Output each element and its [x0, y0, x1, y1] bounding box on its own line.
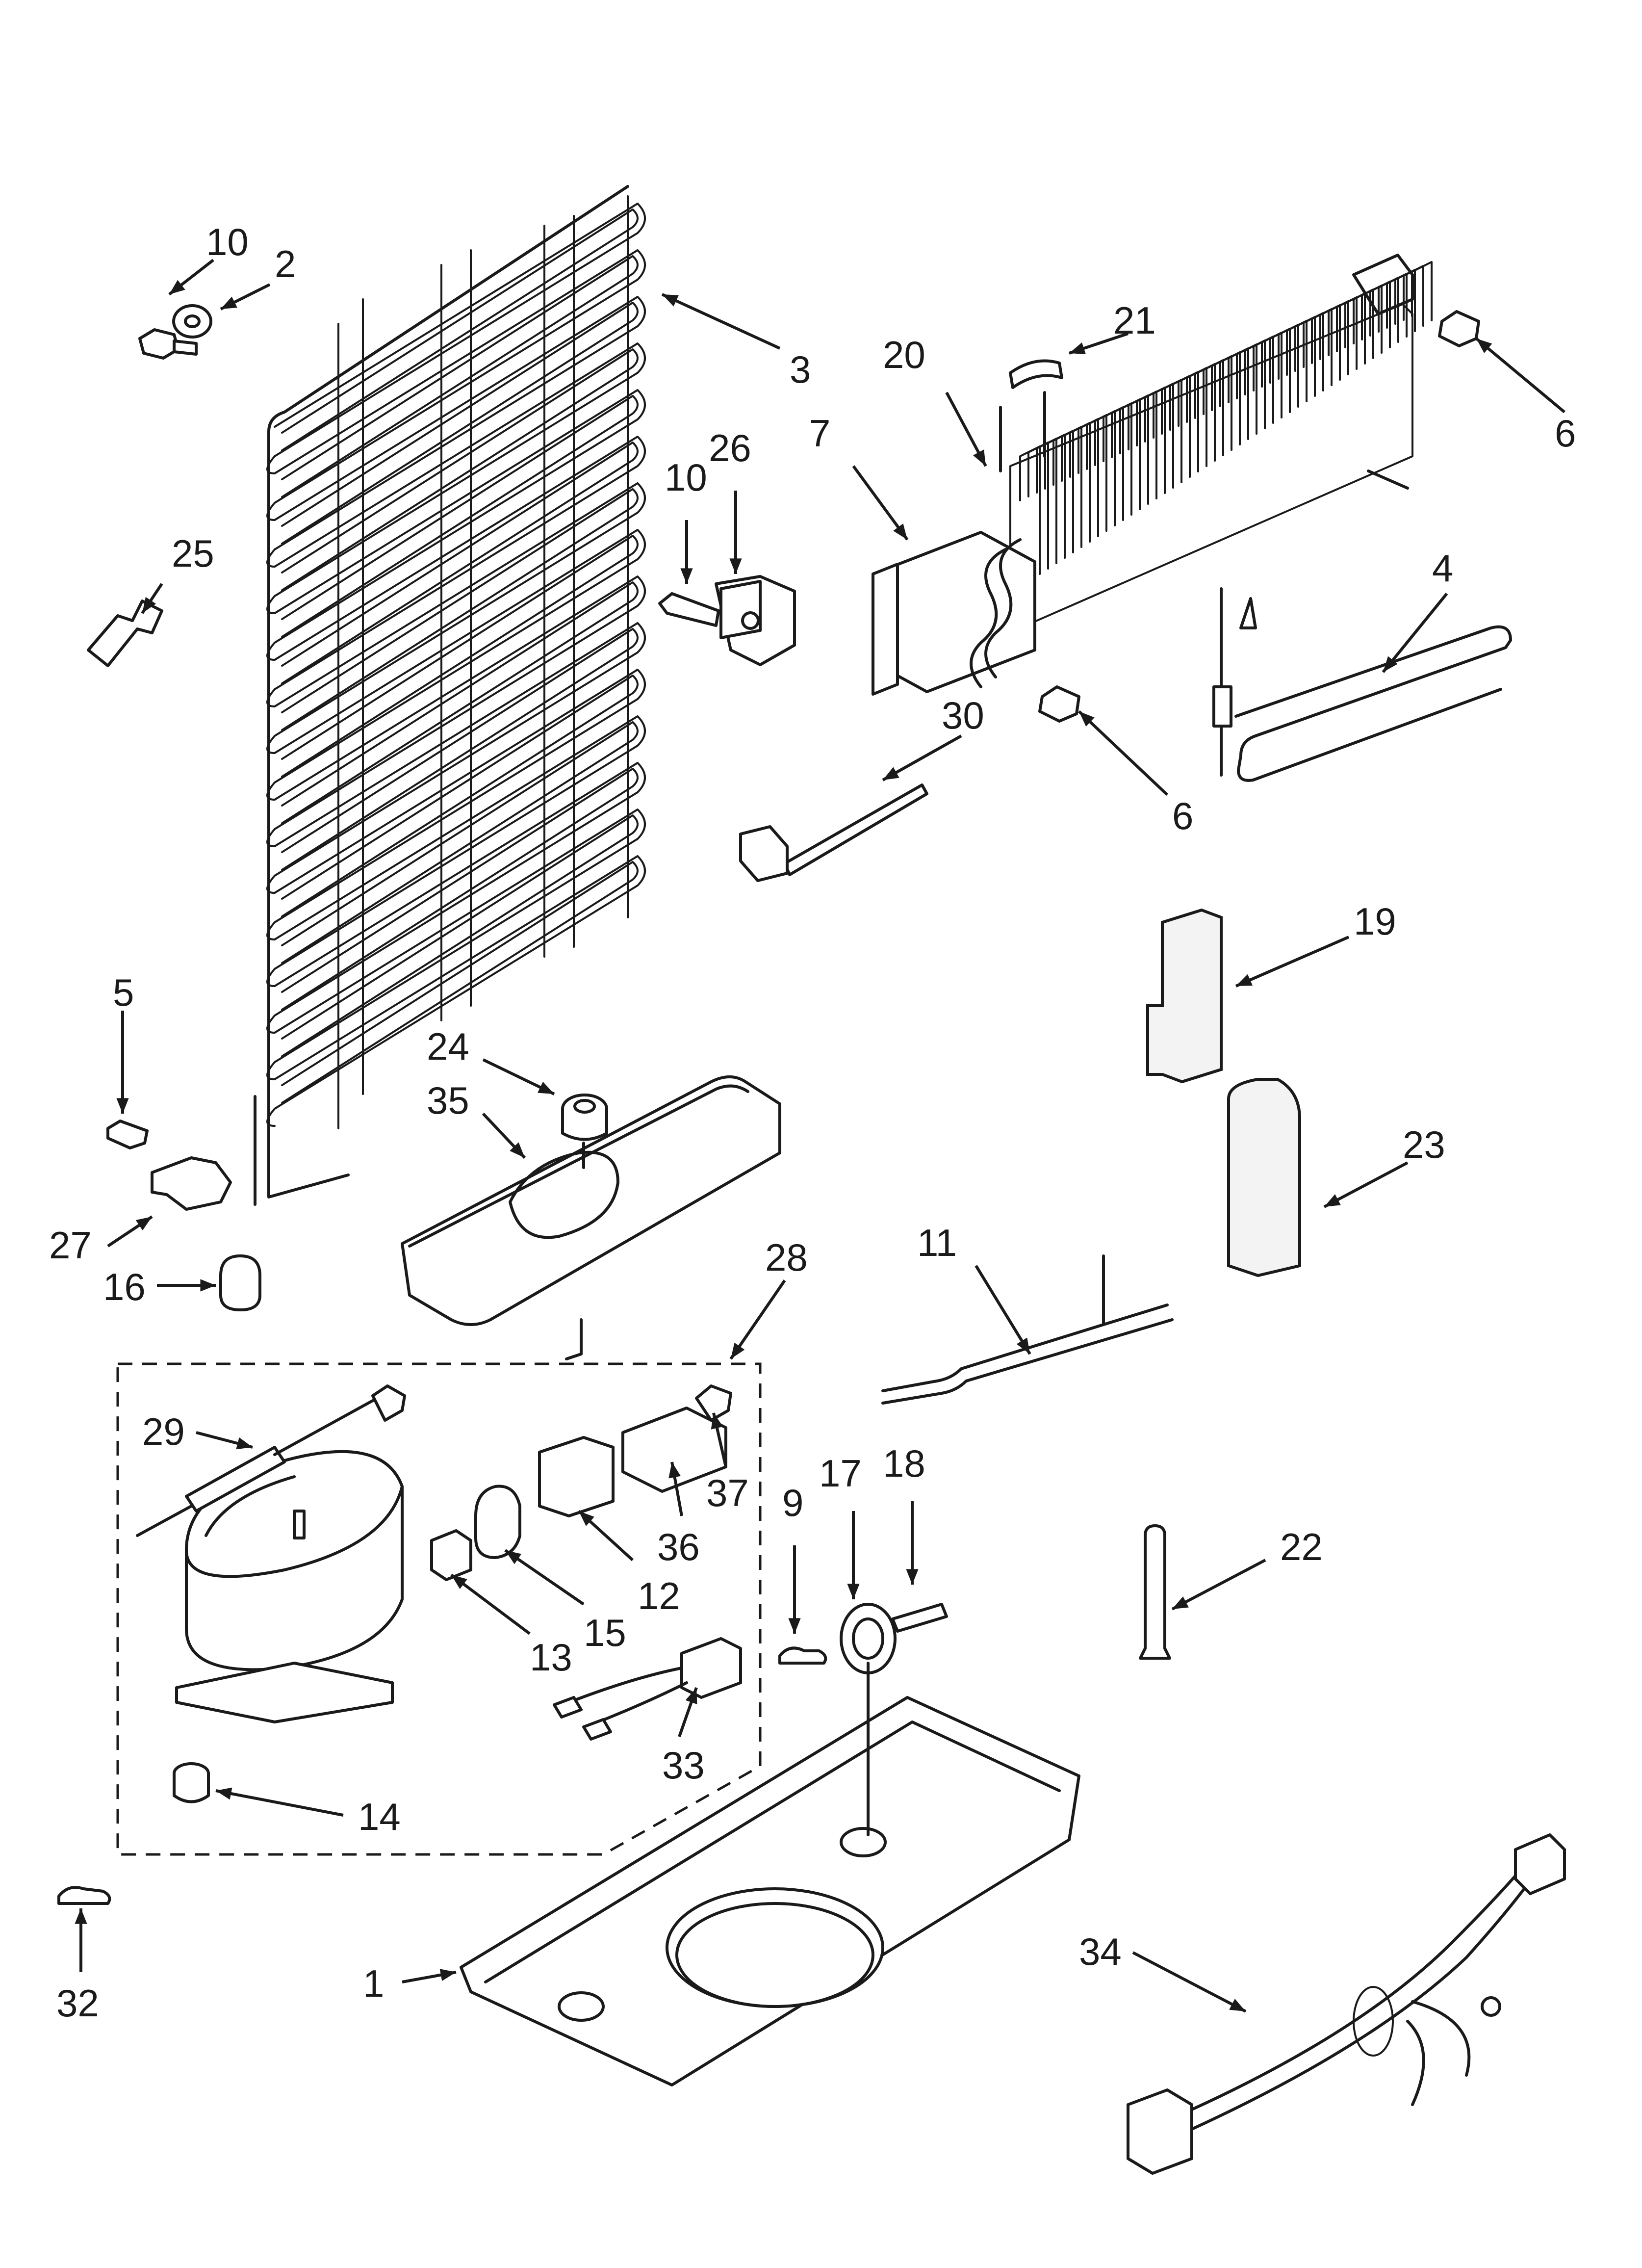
callout-5: 5 — [113, 971, 134, 1014]
callout-1: 1 — [363, 1962, 384, 2005]
overload-15 — [474, 1485, 521, 1559]
screw-10-mid — [658, 592, 720, 627]
bracket-27 — [151, 1156, 232, 1211]
callout-25: 25 — [172, 532, 214, 575]
screw-37 — [695, 1384, 732, 1422]
callout-17: 17 — [819, 1452, 862, 1495]
callout-35: 35 — [427, 1079, 469, 1122]
callout-37: 37 — [706, 1471, 749, 1514]
callout-20: 20 — [883, 333, 925, 376]
callout-14: 14 — [358, 1795, 401, 1838]
callout-22: 22 — [1280, 1525, 1323, 1568]
evaporator — [872, 254, 1433, 696]
callout-13: 13 — [530, 1636, 572, 1679]
screw-6-top — [1438, 310, 1480, 347]
callout-32: 32 — [56, 1981, 99, 2025]
power-cord-34 — [1127, 1833, 1566, 2175]
foam-block-23 — [1227, 1078, 1301, 1277]
callout-10: 10 — [665, 456, 707, 499]
callout-labels: 10 2 3 21 20 6 7 10 26 25 4 30 6 19 5 24… — [49, 220, 1576, 2025]
retainer-clip-21 — [1009, 359, 1063, 389]
bracket-26 — [715, 575, 796, 666]
clip-16 — [219, 1254, 261, 1311]
callout-28: 28 — [765, 1236, 808, 1279]
foam-block-19 — [1146, 908, 1223, 1084]
callout-11: 11 — [917, 1221, 957, 1264]
pin-22 — [1139, 1524, 1171, 1660]
callout-21: 21 — [1113, 299, 1156, 342]
pin-18 — [891, 1603, 948, 1633]
callout-2: 2 — [275, 242, 296, 286]
screw-6-bottom — [1038, 685, 1080, 723]
callout-6: 6 — [1172, 794, 1193, 837]
wire-harness-33 — [553, 1637, 742, 1741]
grommet-14 — [173, 1762, 210, 1803]
callout-29: 29 — [142, 1410, 185, 1453]
callout-30: 30 — [942, 694, 984, 737]
callout-16: 16 — [103, 1265, 146, 1308]
base-pan-1 — [460, 1662, 1080, 2086]
wheel-17 — [840, 1603, 897, 1674]
callout-26: 26 — [709, 426, 751, 469]
tube-11 — [881, 1254, 1174, 1405]
filter-drier-29 — [136, 1384, 406, 1537]
screw-5 — [106, 1120, 149, 1149]
clip-9 — [778, 1646, 827, 1665]
callout-9: 9 — [782, 1481, 803, 1524]
callout-27: 27 — [49, 1224, 92, 1267]
grommet-24 — [561, 1094, 608, 1141]
defrost-heater-4 — [1212, 587, 1512, 782]
callout-34: 34 — [1079, 1930, 1122, 1973]
condenser-coil — [254, 185, 646, 1206]
cable-tie-30 — [739, 783, 928, 882]
washer-2 — [172, 304, 212, 339]
callout-23: 23 — [1403, 1123, 1445, 1166]
callout-36: 36 — [657, 1525, 700, 1568]
callout-7: 7 — [809, 412, 830, 455]
clip-32 — [57, 1886, 111, 1905]
relay-12 — [538, 1436, 615, 1517]
bracket-25 — [87, 600, 163, 667]
callout-10: 10 — [206, 220, 249, 263]
callout-6: 6 — [1555, 412, 1576, 455]
screw-10-top — [138, 328, 198, 360]
callout-24: 24 — [427, 1025, 469, 1068]
callout-4: 4 — [1432, 547, 1453, 590]
compressor-kit-outline-28 — [116, 1362, 762, 1856]
callout-18: 18 — [883, 1442, 925, 1485]
callout-12: 12 — [638, 1574, 680, 1617]
callout-3: 3 — [790, 348, 811, 391]
callout-19: 19 — [1354, 900, 1396, 943]
callout-15: 15 — [584, 1611, 626, 1654]
drain-pan-35 — [401, 1075, 781, 1360]
callout-33: 33 — [662, 1744, 705, 1787]
leader-arrowheads — [75, 280, 1492, 2011]
clip-13 — [430, 1529, 472, 1581]
